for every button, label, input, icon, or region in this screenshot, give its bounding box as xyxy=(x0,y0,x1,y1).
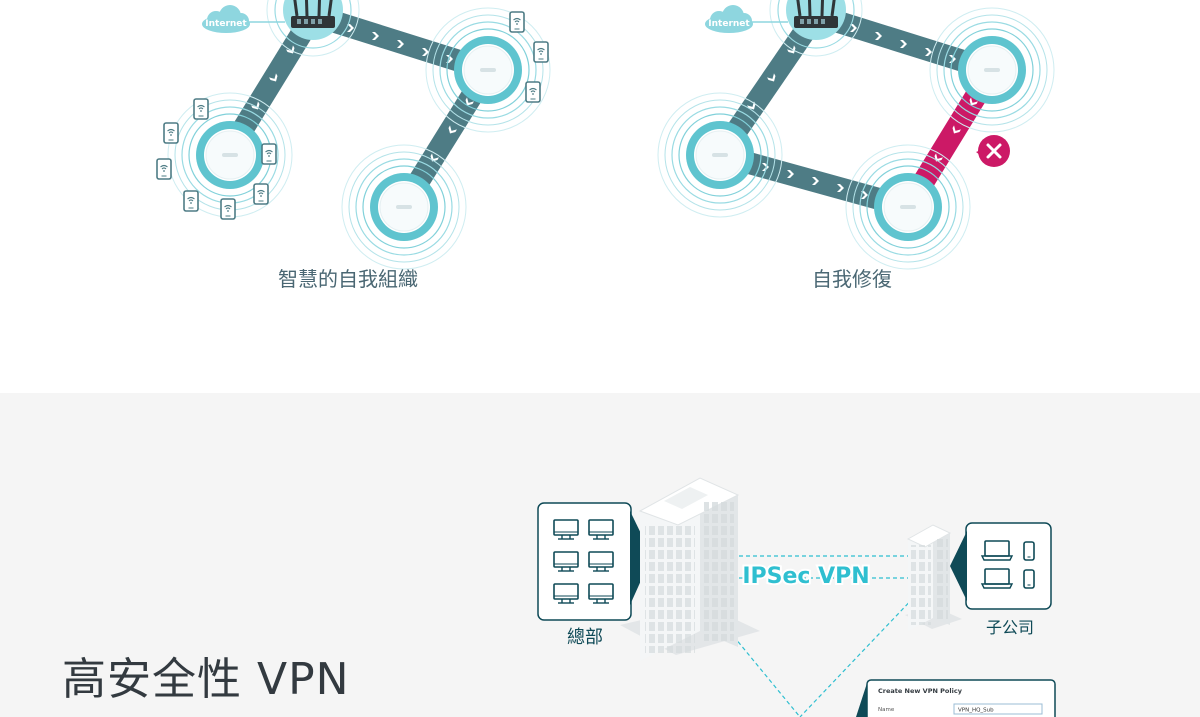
self-healing-mesh: Internet 自我修復 xyxy=(657,0,1055,291)
access-point-icon xyxy=(341,144,467,270)
vpn-policy-dialog: Create New VPN Policy Name VPN_HQ_Sub xyxy=(856,679,1056,717)
vpn-heading: 高安全性 VPN xyxy=(62,654,350,705)
phone-icon xyxy=(193,98,209,120)
dialog-field-value: VPN_HQ_Sub xyxy=(958,708,994,714)
phone-icon xyxy=(533,41,549,63)
mesh-diagrams: Internet 智慧的自我組織 xyxy=(156,0,1055,291)
phone-icon xyxy=(261,143,277,165)
hq-building-icon xyxy=(620,477,760,661)
mesh-section: Internet 智慧的自我組織 xyxy=(156,0,1055,291)
phone-icon xyxy=(253,183,269,205)
phone-icon xyxy=(163,122,179,144)
dialog-field-label: Name xyxy=(878,707,895,713)
hq-devices-panel xyxy=(537,502,652,621)
ipsec-vpn-label: IPSec VPN xyxy=(742,564,869,589)
phone-icon xyxy=(525,81,541,103)
broken-link-icon xyxy=(976,135,1010,167)
self-organizing-caption: 智慧的自我組織 xyxy=(278,267,418,291)
branch-building-icon xyxy=(905,524,962,631)
dialog-title: Create New VPN Policy xyxy=(878,687,963,695)
internet-label: Internet xyxy=(205,19,247,29)
access-point-icon xyxy=(845,144,971,270)
vpn-diagram: IPSec VPN 總部 子公司 Create New VPN Policy N… xyxy=(537,477,1056,717)
branch-devices-panel xyxy=(950,522,1052,610)
phone-icon xyxy=(220,198,236,220)
self-organizing-mesh: Internet 智慧的自我組織 xyxy=(156,0,551,291)
access-point-icon xyxy=(929,7,1055,133)
internet-label: Internet xyxy=(708,19,750,29)
phone-icon xyxy=(183,190,199,212)
access-point-icon xyxy=(425,7,551,133)
self-healing-caption: 自我修復 xyxy=(812,267,892,291)
vpn-name-input[interactable] xyxy=(953,703,1043,715)
hq-label: 總部 xyxy=(567,627,603,648)
branch-label: 子公司 xyxy=(986,618,1034,637)
vpn-section: IPSec VPN 總部 子公司 Create New VPN Policy N… xyxy=(0,393,1200,717)
phone-icon xyxy=(156,158,172,180)
phone-icon xyxy=(509,11,525,33)
access-point-icon xyxy=(657,92,783,218)
